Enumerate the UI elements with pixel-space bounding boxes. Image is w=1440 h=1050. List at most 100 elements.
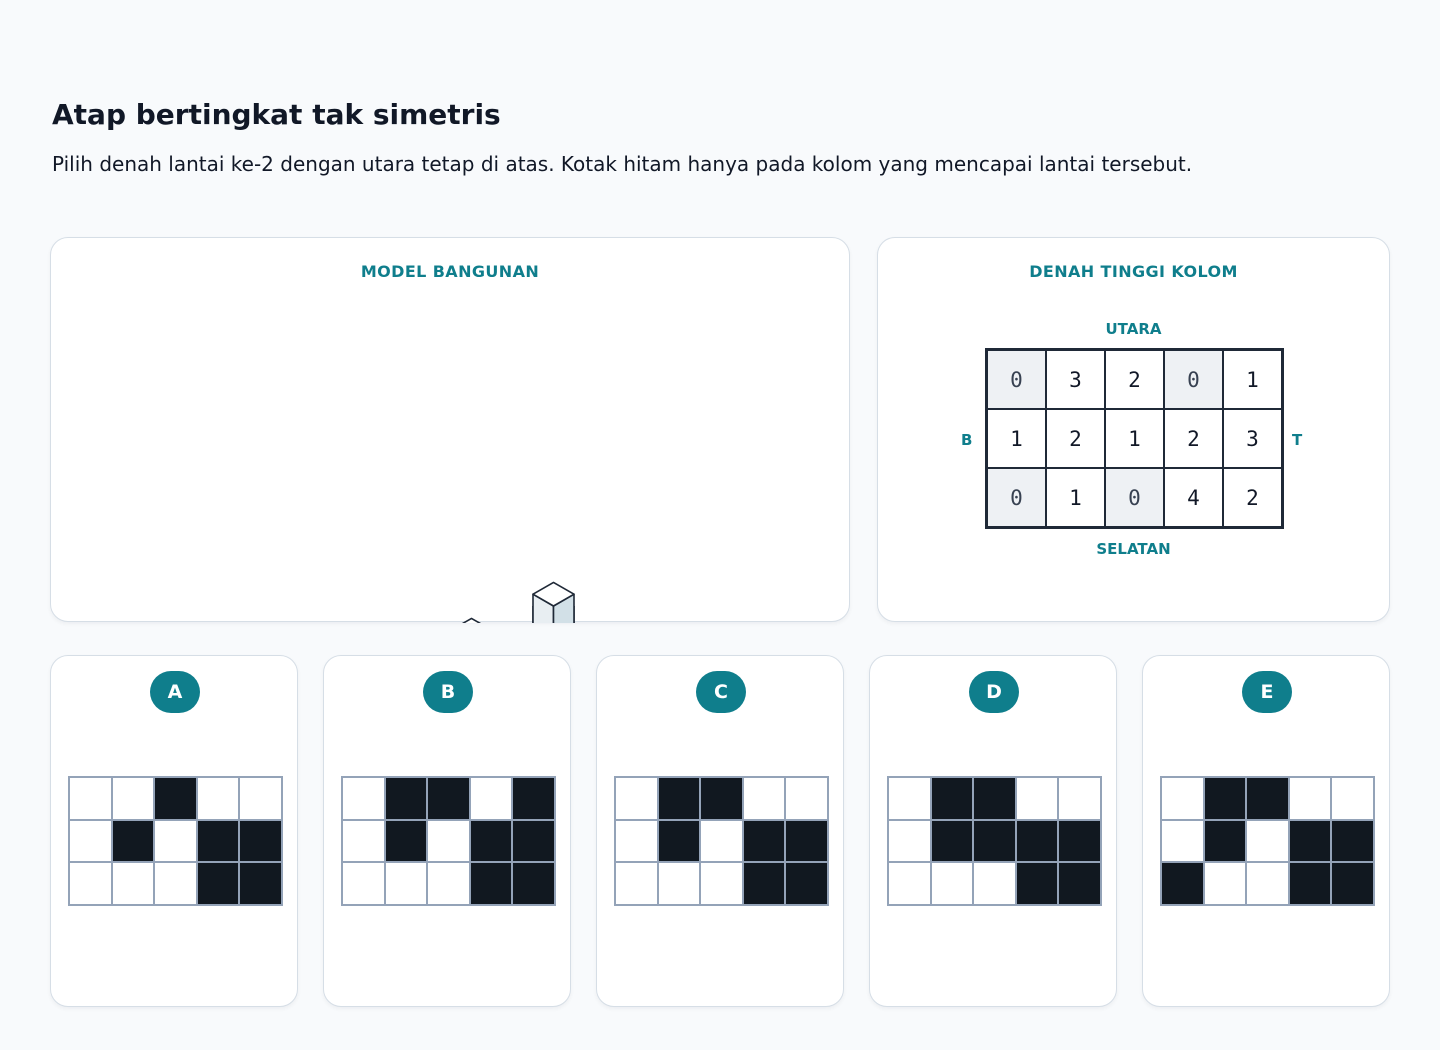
empty-cell	[1058, 777, 1101, 820]
empty-cell	[427, 862, 470, 905]
empty-cell	[1246, 819, 1289, 863]
empty-cell	[239, 777, 282, 820]
empty-cell	[1161, 777, 1204, 820]
empty-cell	[973, 862, 1016, 905]
height-cell: 3	[1046, 350, 1105, 409]
height-cell: 1	[1223, 350, 1282, 409]
option-badge: E	[1242, 671, 1292, 713]
height-cell: 3	[1223, 409, 1282, 468]
filled-cell	[930, 777, 974, 820]
option-badge: D	[969, 671, 1019, 713]
filled-cell	[512, 819, 555, 863]
filled-cell	[512, 777, 555, 820]
height-cell: 1	[987, 409, 1046, 468]
filled-cell	[469, 819, 513, 863]
option-badge: B	[423, 671, 473, 713]
instruction-text: Pilih denah lantai ke-2 dengan utara tet…	[52, 152, 1193, 176]
empty-cell	[615, 819, 658, 863]
filled-cell	[384, 777, 428, 820]
filled-cell	[1058, 862, 1101, 905]
filled-cell	[1203, 819, 1247, 863]
filled-cell	[1331, 819, 1374, 863]
option-badge: A	[150, 671, 200, 713]
option-card-b[interactable]: B	[323, 655, 571, 1007]
empty-cell	[742, 777, 786, 820]
column-top-face	[532, 581, 575, 607]
filled-cell	[657, 777, 701, 820]
empty-cell	[342, 777, 385, 820]
height-cell: 1	[1046, 468, 1105, 527]
height-grid: 0 3 2 0 1 1 2 1 2 3 0 1 0 4 2	[985, 348, 1284, 529]
west-label: B	[961, 431, 973, 449]
empty-cell	[154, 819, 197, 863]
empty-cell	[888, 777, 931, 820]
filled-cell	[973, 819, 1016, 863]
option-card-a[interactable]: A	[50, 655, 298, 1007]
option-badge: C	[696, 671, 746, 713]
filled-cell	[1203, 777, 1247, 820]
south-label: SELATAN	[1096, 540, 1171, 558]
empty-cell	[930, 862, 974, 905]
filled-cell	[785, 862, 828, 905]
height-cell: 2	[1046, 409, 1105, 468]
page-title: Atap bertingkat tak simetris	[52, 98, 501, 131]
height-cell: 2	[1105, 350, 1164, 409]
empty-cell	[342, 819, 385, 863]
height-cell: 0	[1105, 468, 1164, 527]
height-cell: 4	[1164, 468, 1223, 527]
filled-cell	[1015, 862, 1059, 905]
filled-cell	[239, 862, 282, 905]
empty-cell	[111, 862, 155, 905]
empty-cell	[615, 862, 658, 905]
height-map-card: DENAH TINGGI KOLOM UTARA SELATAN B T 0 3…	[877, 237, 1390, 622]
filled-cell	[742, 819, 786, 863]
height-cell: 1	[1105, 409, 1164, 468]
filled-cell	[1058, 819, 1101, 863]
filled-cell	[154, 777, 197, 820]
filled-cell	[111, 819, 155, 863]
height-cell: 0	[987, 468, 1046, 527]
filled-cell	[1161, 862, 1204, 905]
option-grid	[68, 776, 283, 906]
empty-cell	[1331, 777, 1374, 820]
empty-cell	[469, 777, 513, 820]
filled-cell	[785, 819, 828, 863]
filled-cell	[196, 819, 240, 863]
option-grid	[887, 776, 1102, 906]
empty-cell	[69, 777, 112, 820]
option-grid	[614, 776, 829, 906]
height-cell: 2	[1223, 468, 1282, 527]
option-card-c[interactable]: C	[596, 655, 844, 1007]
empty-cell	[1161, 819, 1204, 863]
filled-cell	[742, 862, 786, 905]
empty-cell	[1203, 862, 1247, 905]
filled-cell	[930, 819, 974, 863]
filled-cell	[384, 819, 428, 863]
isometric-building	[461, 581, 575, 623]
filled-cell	[1288, 862, 1332, 905]
empty-cell	[427, 819, 470, 863]
option-grid	[1160, 776, 1375, 906]
east-label: T	[1292, 431, 1303, 449]
empty-cell	[700, 862, 743, 905]
empty-cell	[154, 862, 197, 905]
empty-cell	[700, 819, 743, 863]
empty-cell	[888, 862, 931, 905]
filled-cell	[427, 777, 470, 820]
filled-cell	[512, 862, 555, 905]
filled-cell	[239, 819, 282, 863]
filled-cell	[657, 819, 701, 863]
empty-cell	[657, 862, 701, 905]
option-card-d[interactable]: D	[869, 655, 1117, 1007]
filled-cell	[469, 862, 513, 905]
model-card-label: MODEL BANGUNAN	[360, 262, 540, 281]
height-cell: 0	[1164, 350, 1223, 409]
option-card-e[interactable]: E	[1142, 655, 1390, 1007]
model-card: MODEL BANGUNAN	[50, 237, 850, 623]
filled-cell	[196, 862, 240, 905]
empty-cell	[69, 862, 112, 905]
empty-cell	[196, 777, 240, 820]
empty-cell	[342, 862, 385, 905]
filled-cell	[973, 777, 1016, 820]
filled-cell	[1331, 862, 1374, 905]
